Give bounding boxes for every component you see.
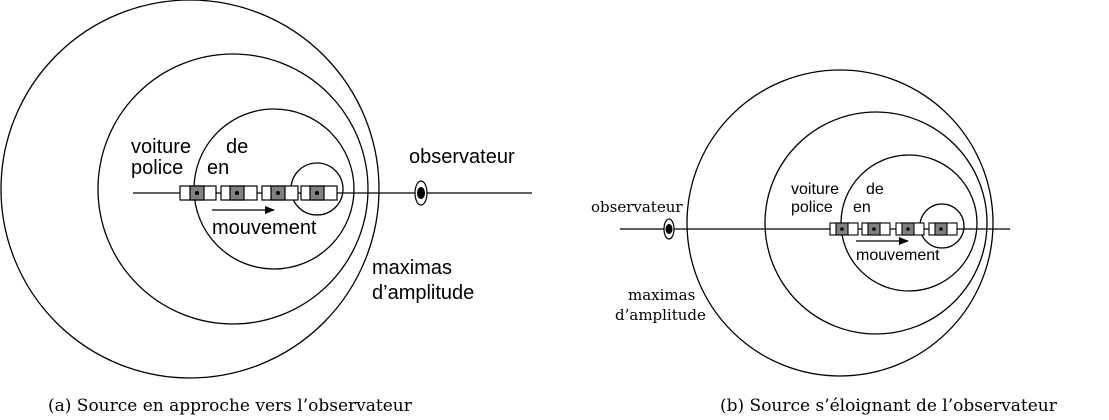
observer-marker-a <box>415 181 427 205</box>
label-observateur-b: observateur <box>591 198 683 216</box>
label-police-a: police <box>131 157 183 179</box>
label-amplitude-b: d’amplitude <box>615 306 706 324</box>
label-voiture-b: voiture <box>791 181 839 198</box>
panel-a <box>1 0 532 378</box>
label-en-b: en <box>853 199 871 216</box>
label-voiture-a: voiture <box>131 136 191 158</box>
label-police-b: police <box>791 199 833 216</box>
label-de-b: de <box>866 181 884 198</box>
panel-b <box>620 70 1010 376</box>
label-maximas-b: maximas <box>628 286 695 304</box>
label-amplitude-a: d’amplitude <box>372 282 474 304</box>
observer-marker-b <box>664 219 674 239</box>
label-de-a: de <box>226 136 248 158</box>
label-observateur-a: observateur <box>409 146 515 168</box>
label-mouvement-a: mouvement <box>212 217 317 239</box>
label-maximas-a: maximas <box>372 257 452 279</box>
caption-b: (b) Source s’éloignant de l’observateur <box>720 396 1058 416</box>
label-en-a: en <box>207 157 229 179</box>
label-mouvement-b: mouvement <box>856 247 940 264</box>
caption-a: (a) Source en approche vers l’observateu… <box>48 396 413 416</box>
